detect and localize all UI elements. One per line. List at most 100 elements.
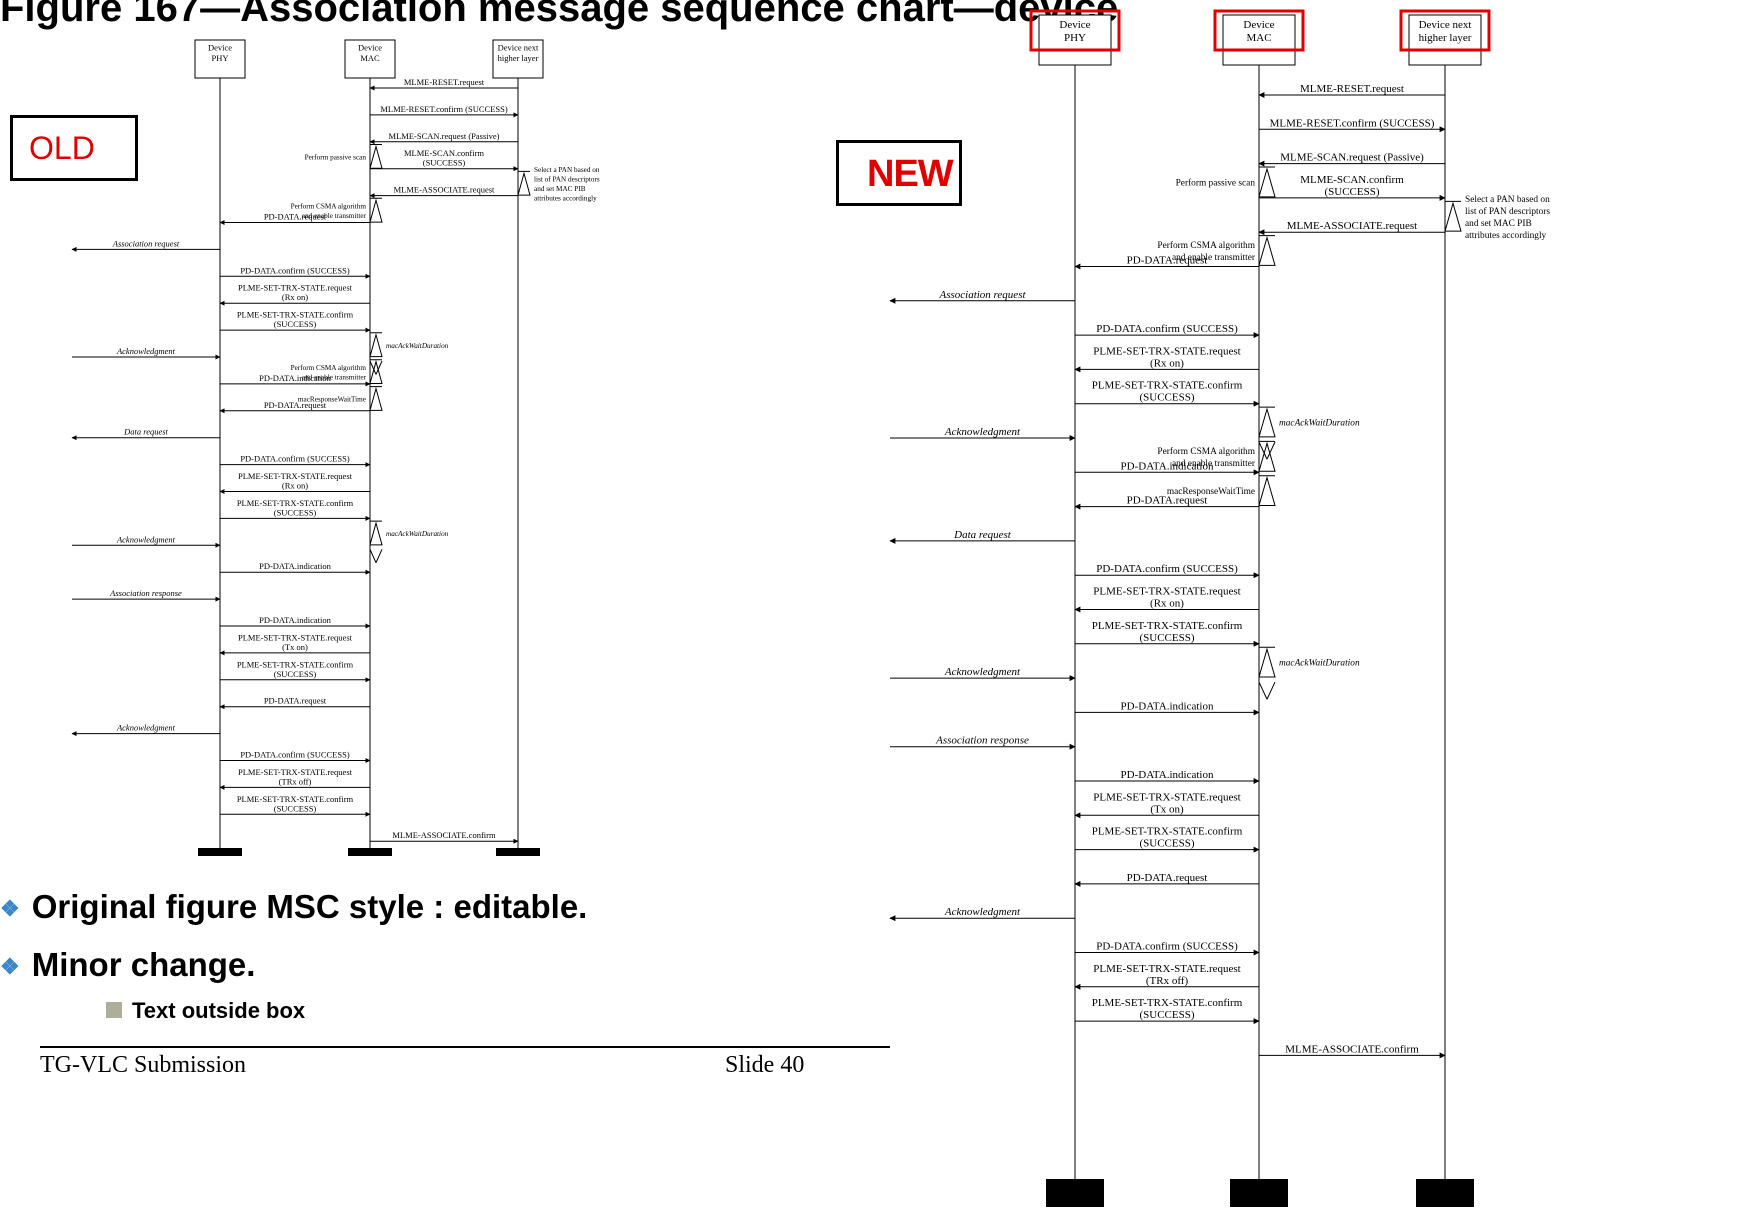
timer-hourglass [369, 386, 383, 411]
lifeline-name: higher layer [498, 53, 539, 63]
message-label: PLME-SET-TRX-STATE.confirm [1092, 380, 1243, 392]
timer-expiry-mark [369, 360, 383, 375]
message-label: PD-DATA.confirm (SUCCESS) [1096, 941, 1238, 953]
lifeline-header [1408, 14, 1482, 66]
slide-title: Figure 167—Association message sequence … [0, 0, 1119, 30]
diamond-bullet-icon: ❖ [0, 896, 20, 922]
highlight-box [1029, 9, 1121, 52]
message-label: (SUCCESS) [1139, 1009, 1194, 1021]
message-label: MLME-RESET.request [404, 77, 485, 87]
message-label: (SUCCESS) [1324, 186, 1379, 198]
timer-label: and enable transmitter [1172, 253, 1256, 263]
message-label: PD-DATA.indication [1121, 769, 1214, 781]
message-label: (SUCCESS) [274, 507, 317, 517]
lifeline-name: PHY [211, 53, 228, 63]
lifeline-end-bar [198, 848, 242, 856]
timer-label: macAckWaitDuration [386, 530, 449, 538]
message-label: (Rx on) [1150, 357, 1184, 369]
new-label-box: NEW [836, 140, 962, 206]
timer-hourglass [1258, 646, 1276, 678]
message-label: (SUCCESS) [1139, 392, 1194, 404]
message-label: Data request [953, 529, 1012, 541]
lifeline-name: Device [358, 43, 382, 53]
message-label: PLME-SET-TRX-STATE.request [1093, 345, 1241, 357]
slide-number: Slide 40 [725, 1052, 805, 1078]
message-label: PD-DATA.confirm (SUCCESS) [1096, 323, 1238, 335]
new-label: NEW [867, 153, 954, 195]
timer-label: macAckWaitDuration [386, 342, 449, 350]
bullet-text: Minor change. [31, 946, 256, 983]
message-label: Data request [123, 427, 168, 437]
timer-label: and set MAC PIB [1465, 219, 1532, 229]
message-label: (Rx on) [1150, 598, 1184, 610]
lifeline-header [1038, 14, 1112, 66]
timer-label: macAckWaitDuration [1279, 419, 1360, 429]
message-label: PLME-SET-TRX-STATE.request [238, 632, 353, 642]
message-label: (SUCCESS) [274, 319, 317, 329]
timer-expiry-mark [1258, 441, 1276, 460]
message-label: PD-DATA.request [1127, 872, 1208, 884]
message-label: Acknowledgment [116, 534, 176, 544]
timer-label: and enable transmitter [302, 374, 367, 382]
bullet-item: ❖ Original figure MSC style : editable. [0, 888, 587, 926]
message-label: PD-DATA.indication [259, 373, 332, 383]
timer-hourglass [1258, 440, 1276, 472]
message-label: Association request [112, 238, 180, 248]
footer-divider [40, 1046, 890, 1048]
timer-label: and enable transmitter [302, 212, 367, 220]
message-label: PLME-SET-TRX-STATE.confirm [237, 310, 354, 320]
timer-label: macAckWaitDuration [1279, 659, 1360, 669]
message-label: Association response [935, 735, 1029, 747]
timer-label: Perform CSMA algorithm [1157, 240, 1255, 251]
message-label: PLME-SET-TRX-STATE.confirm [1092, 997, 1243, 1009]
timer-hourglass [369, 520, 383, 546]
timer-hourglass [517, 170, 531, 196]
message-label: PLME-SET-TRX-STATE.confirm [1092, 826, 1243, 838]
sub-bullet-item: Text outside box [106, 998, 305, 1024]
message-label: (TRx off) [1146, 975, 1189, 987]
message-label: (Tx on) [1150, 803, 1184, 815]
message-label: PLME-SET-TRX-STATE.request [238, 767, 353, 777]
lifeline-name: MAC [360, 53, 380, 63]
message-label: (SUCCESS) [1139, 838, 1194, 850]
lifeline-header [492, 39, 544, 79]
old-label: OLD [29, 130, 95, 166]
message-label: Association request [938, 289, 1026, 301]
timer-label: list of PAN descriptors [1465, 206, 1550, 217]
lifeline-name: Device [1059, 19, 1090, 31]
lifeline-name: MAC [1246, 32, 1271, 44]
message-label: PD-DATA.request [264, 696, 327, 706]
timer-hourglass [369, 143, 383, 169]
message-label: Association response [109, 588, 182, 598]
lifeline-name: higher layer [1419, 32, 1472, 44]
timer-hourglass [1258, 475, 1276, 507]
timer-label: Select a PAN based on [1465, 195, 1550, 205]
message-label: Acknowledgment [944, 426, 1021, 438]
timer-expiry-mark [369, 549, 383, 563]
message-label: PLME-SET-TRX-STATE.request [238, 283, 353, 293]
message-label: PD-DATA.indication [259, 615, 332, 625]
message-label: PD-DATA.indication [1121, 700, 1214, 712]
message-label: PLME-SET-TRX-STATE.request [1093, 963, 1241, 975]
timer-label: Perform passive scan [1176, 177, 1256, 188]
timer-label: Perform CSMA algorithm [291, 364, 367, 372]
timer-label: Select a PAN based on [534, 166, 600, 174]
lifeline-name: PHY [1064, 32, 1086, 44]
message-label: (Rx on) [282, 292, 308, 302]
bullet-text: Original figure MSC style : editable. [31, 888, 588, 925]
message-label: Acknowledgment [944, 666, 1021, 678]
timer-label: attributes accordingly [1465, 231, 1547, 241]
timer-hourglass [369, 197, 383, 223]
message-label: PLME-SET-TRX-STATE.request [238, 471, 353, 481]
timer-hourglass [369, 359, 383, 384]
timer-hourglass [1258, 235, 1276, 266]
timer-label: macResponseWaitTime [298, 396, 366, 404]
message-label: MLME-RESET.confirm (SUCCESS) [1270, 117, 1435, 129]
message-label: PD-DATA.request [264, 400, 327, 410]
message-label: (SUCCESS) [274, 803, 317, 813]
highlight-box [1399, 9, 1491, 52]
diamond-bullet-icon: ❖ [0, 954, 20, 980]
message-label: Acknowledgment [116, 346, 176, 356]
message-label: Acknowledgment [944, 906, 1021, 918]
